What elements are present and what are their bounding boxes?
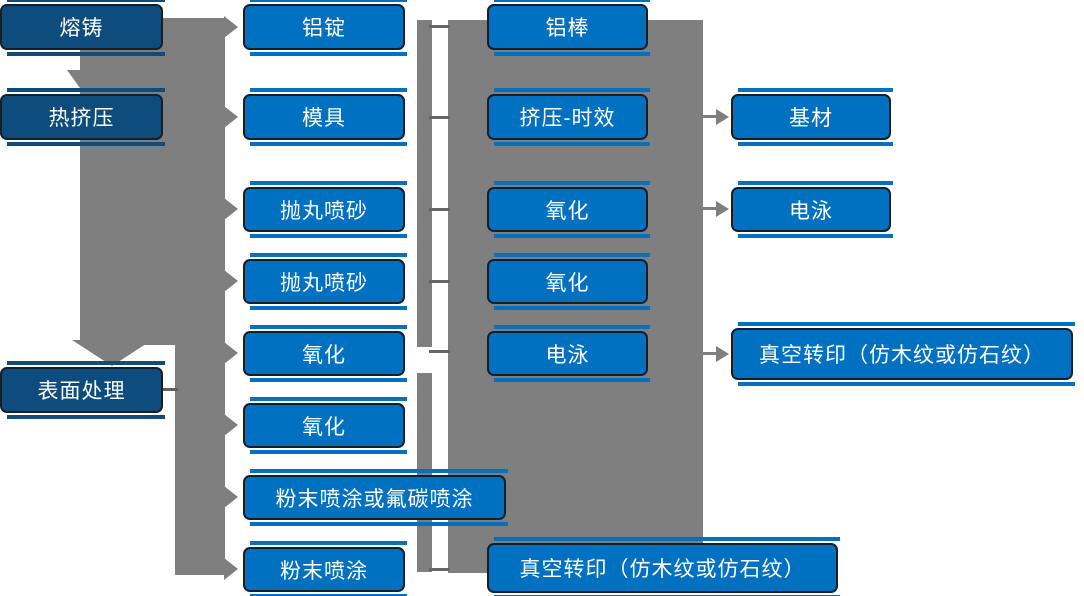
node-aluminum-rod: 铝棒 [487,0,650,56]
arrow-right-icon [224,342,238,364]
connector-tick [429,280,450,283]
node-base-material: 基材 [731,88,893,146]
node-powder-or-fluorocarbon-coating: 粉末喷涂或氟碳喷涂 [243,469,508,526]
arrow-down-icon [67,70,93,88]
node-mold: 模具 [243,88,407,146]
node-electrophoresis-2: 电泳 [731,181,893,238]
main-flow-band [80,18,225,345]
arrow-right-icon [224,16,238,38]
node-oxidation-1: 氧化 [243,325,407,382]
node-shot-blasting-1: 抛丸喷砂 [243,181,407,238]
node-shot-blasting-2: 抛丸喷砂 [243,253,407,310]
node-aluminum-ingot: 铝锭 [243,0,407,56]
node-surface-treatment: 表面处理 [0,361,165,419]
arrow-right-icon [224,198,238,220]
arrow-right-icon [224,414,238,436]
node-hot-extrusion: 热挤压 [0,88,165,146]
arrow-right-icon [224,558,238,580]
node-vacuum-transfer-print-right: 真空转印（仿木纹或仿石纹） [731,322,1075,386]
node-electrophoresis-1: 电泳 [487,325,650,382]
arrow-right-icon [224,486,238,508]
node-oxidation-2: 氧化 [243,397,407,454]
connector-tick [429,350,450,353]
surface-flow-band [175,345,225,575]
node-melting-casting: 熔铸 [0,0,165,56]
node-extrusion-aging: 挤压-时效 [487,88,650,146]
arrow-right-icon [224,106,238,128]
connector-tick [429,208,450,211]
connector-tick [429,568,450,571]
arrow-right-icon [224,270,238,292]
connector-tick [429,116,450,119]
connector-tick [429,25,450,28]
mid-connector-band-upper [417,20,432,347]
node-oxidation-4: 氧化 [487,253,650,310]
surface-treatment-connector-line [162,388,178,391]
node-powder-coating: 粉末喷涂 [243,541,407,596]
node-oxidation-3: 氧化 [487,181,650,238]
node-vacuum-transfer-print-bottom: 真空转印（仿木纹或仿石纹） [487,537,840,596]
